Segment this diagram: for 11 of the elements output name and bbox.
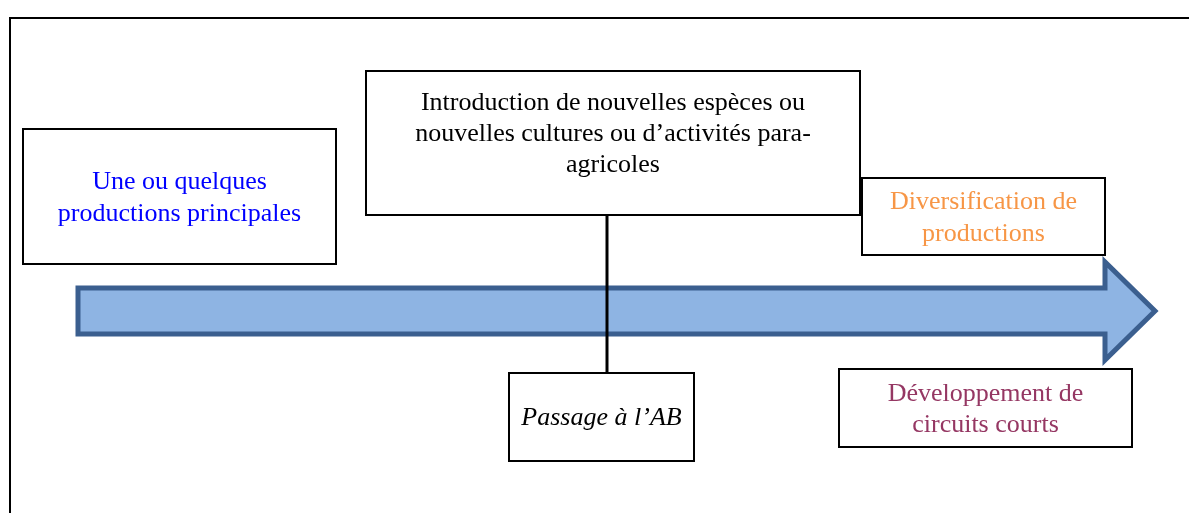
box-text: Passage à l’AB xyxy=(521,401,682,433)
text-box xyxy=(22,128,337,265)
box-text: Diversification de productions xyxy=(889,185,1078,248)
text-box xyxy=(861,177,1106,256)
connector-line xyxy=(605,216,609,372)
text-box xyxy=(508,372,695,462)
text-box xyxy=(838,368,1133,448)
box-text: Une ou quelques productions principales xyxy=(56,165,303,228)
text-box xyxy=(365,70,861,216)
box-text: Introduction de nouvelles espèces ou nouvelles cultures ou d’activités para-agricoles xyxy=(414,86,812,180)
box-text: Développement de circuits courts xyxy=(886,376,1085,440)
